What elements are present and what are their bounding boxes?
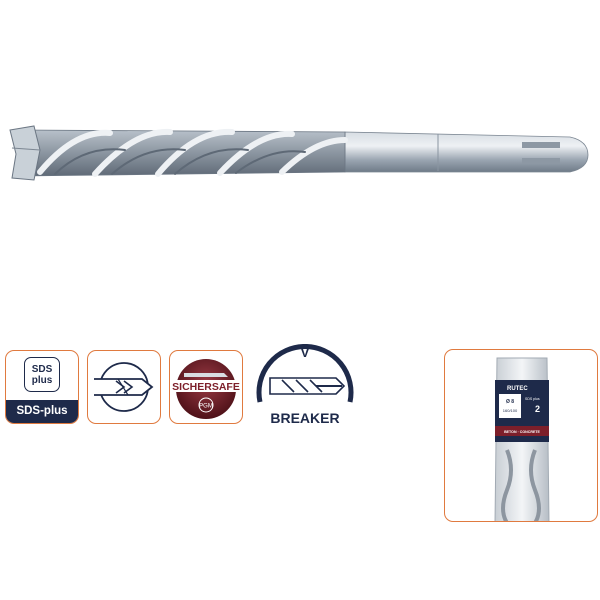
package-brand: RUTEC: [507, 386, 528, 392]
package-image: RUTEC Ø 8 160/100 SDS plus 2 BETON · CON…: [494, 357, 550, 521]
breaker-badge: V BREAKER: [256, 344, 354, 426]
breaker-label: BREAKER: [270, 410, 339, 426]
package-image-frame: RUTEC Ø 8 160/100 SDS plus 2 BETON · CON…: [444, 349, 598, 522]
tip-geometry-badge: [87, 350, 161, 424]
drill-bit-image: [9, 125, 589, 181]
sds-line: SDS: [31, 363, 53, 375]
breaker-letter: V: [301, 345, 310, 360]
package-length: 160/100: [503, 408, 518, 413]
breaker-drill-icon: [269, 377, 346, 395]
breaker-arc: [256, 344, 354, 403]
drill-tip-geometry-icon: [94, 362, 154, 412]
sds-plus-symbol: SDS plus: [24, 357, 60, 392]
sichersafe-label: SICHERSAFE: [172, 381, 240, 393]
package-material: BETON · CONCRETE: [504, 430, 540, 434]
package-size: Ø 8: [506, 399, 514, 405]
sds-plus-label: SDS-plus: [6, 400, 78, 423]
plus-line: plus: [31, 374, 53, 386]
seal-text: PGM: [199, 404, 213, 410]
sds-plus-badge: SDS plus SDS-plus: [5, 350, 79, 424]
sichersafe-badge: SICHERSAFE PGM: [169, 350, 243, 424]
package-system: SDS plus: [525, 397, 540, 401]
sichersafe-seal-icon: SICHERSAFE PGM: [172, 359, 240, 419]
package-number: 2: [535, 404, 540, 414]
